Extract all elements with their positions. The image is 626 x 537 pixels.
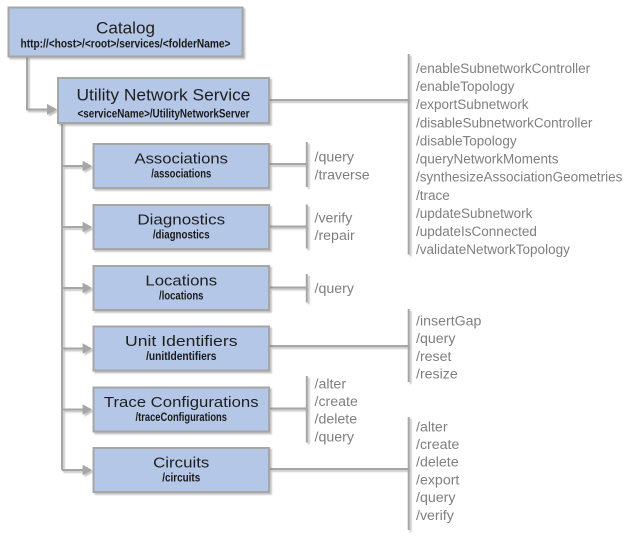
- svg-text:/diagnostics: /diagnostics: [153, 230, 210, 242]
- svg-text:/synthesizeAssociationGeometri: /synthesizeAssociationGeometries: [416, 170, 623, 185]
- svg-text:/enableSubnetworkController: /enableSubnetworkController: [416, 61, 591, 76]
- svg-text:Unit Identifiers: Unit Identifiers: [125, 333, 238, 350]
- svg-text:/traverse: /traverse: [315, 168, 370, 184]
- svg-text:/disableTopology: /disableTopology: [416, 133, 517, 148]
- svg-text:/updateIsConnected: /updateIsConnected: [416, 224, 537, 239]
- svg-text:Associations: Associations: [135, 151, 229, 168]
- svg-text:/circuits: /circuits: [162, 473, 200, 485]
- svg-text:Diagnostics: Diagnostics: [137, 212, 225, 229]
- svg-text:/verify: /verify: [416, 508, 455, 524]
- svg-text:/create: /create: [315, 394, 358, 410]
- svg-text:/create: /create: [416, 437, 459, 453]
- svg-text:/alter: /alter: [315, 376, 347, 392]
- svg-text:/trace: /trace: [416, 188, 450, 203]
- svg-text:/associations: /associations: [151, 169, 211, 181]
- svg-text:Catalog: Catalog: [96, 19, 155, 38]
- svg-text:/enableTopology: /enableTopology: [416, 79, 515, 94]
- svg-text:/query: /query: [315, 281, 355, 297]
- svg-text:/query: /query: [315, 150, 355, 166]
- svg-text:/reset: /reset: [416, 349, 452, 365]
- svg-text:/traceConfigurations: /traceConfigurations: [136, 412, 227, 424]
- svg-text:Trace Configurations: Trace Configurations: [104, 394, 259, 411]
- svg-text:/delete: /delete: [416, 455, 459, 471]
- svg-text:/query: /query: [315, 429, 355, 445]
- svg-text:/validateNetworkTopology: /validateNetworkTopology: [416, 242, 570, 257]
- svg-text:/alter: /alter: [416, 419, 448, 435]
- svg-text:/insertGap: /insertGap: [416, 313, 482, 329]
- svg-text:/query: /query: [416, 331, 456, 347]
- svg-text:<serviceName>/UtilityNetworkSe: <serviceName>/UtilityNetworkServer: [78, 107, 250, 121]
- svg-text:/repair: /repair: [315, 228, 355, 244]
- svg-text:/delete: /delete: [315, 412, 358, 428]
- svg-text:/query: /query: [416, 490, 456, 506]
- svg-text:/disableSubnetworkController: /disableSubnetworkController: [416, 115, 593, 130]
- svg-text:/verify: /verify: [315, 210, 354, 226]
- svg-text:Circuits: Circuits: [153, 455, 209, 472]
- svg-text:/updateSubnetwork: /updateSubnetwork: [416, 206, 533, 221]
- svg-text:Utility Network Service: Utility Network Service: [77, 85, 251, 104]
- svg-text:/unitIdentifiers: /unitIdentifiers: [146, 351, 216, 363]
- svg-text:/exportSubnetwork: /exportSubnetwork: [416, 97, 529, 112]
- svg-text:/locations: /locations: [159, 291, 203, 303]
- svg-text:/export: /export: [416, 472, 459, 488]
- svg-text:/queryNetworkMoments: /queryNetworkMoments: [416, 152, 559, 167]
- svg-text:http://<host>/<root>/services/: http://<host>/<root>/services/<folderNam…: [21, 37, 231, 51]
- svg-text:Locations: Locations: [145, 273, 217, 290]
- svg-text:/resize: /resize: [416, 367, 458, 383]
